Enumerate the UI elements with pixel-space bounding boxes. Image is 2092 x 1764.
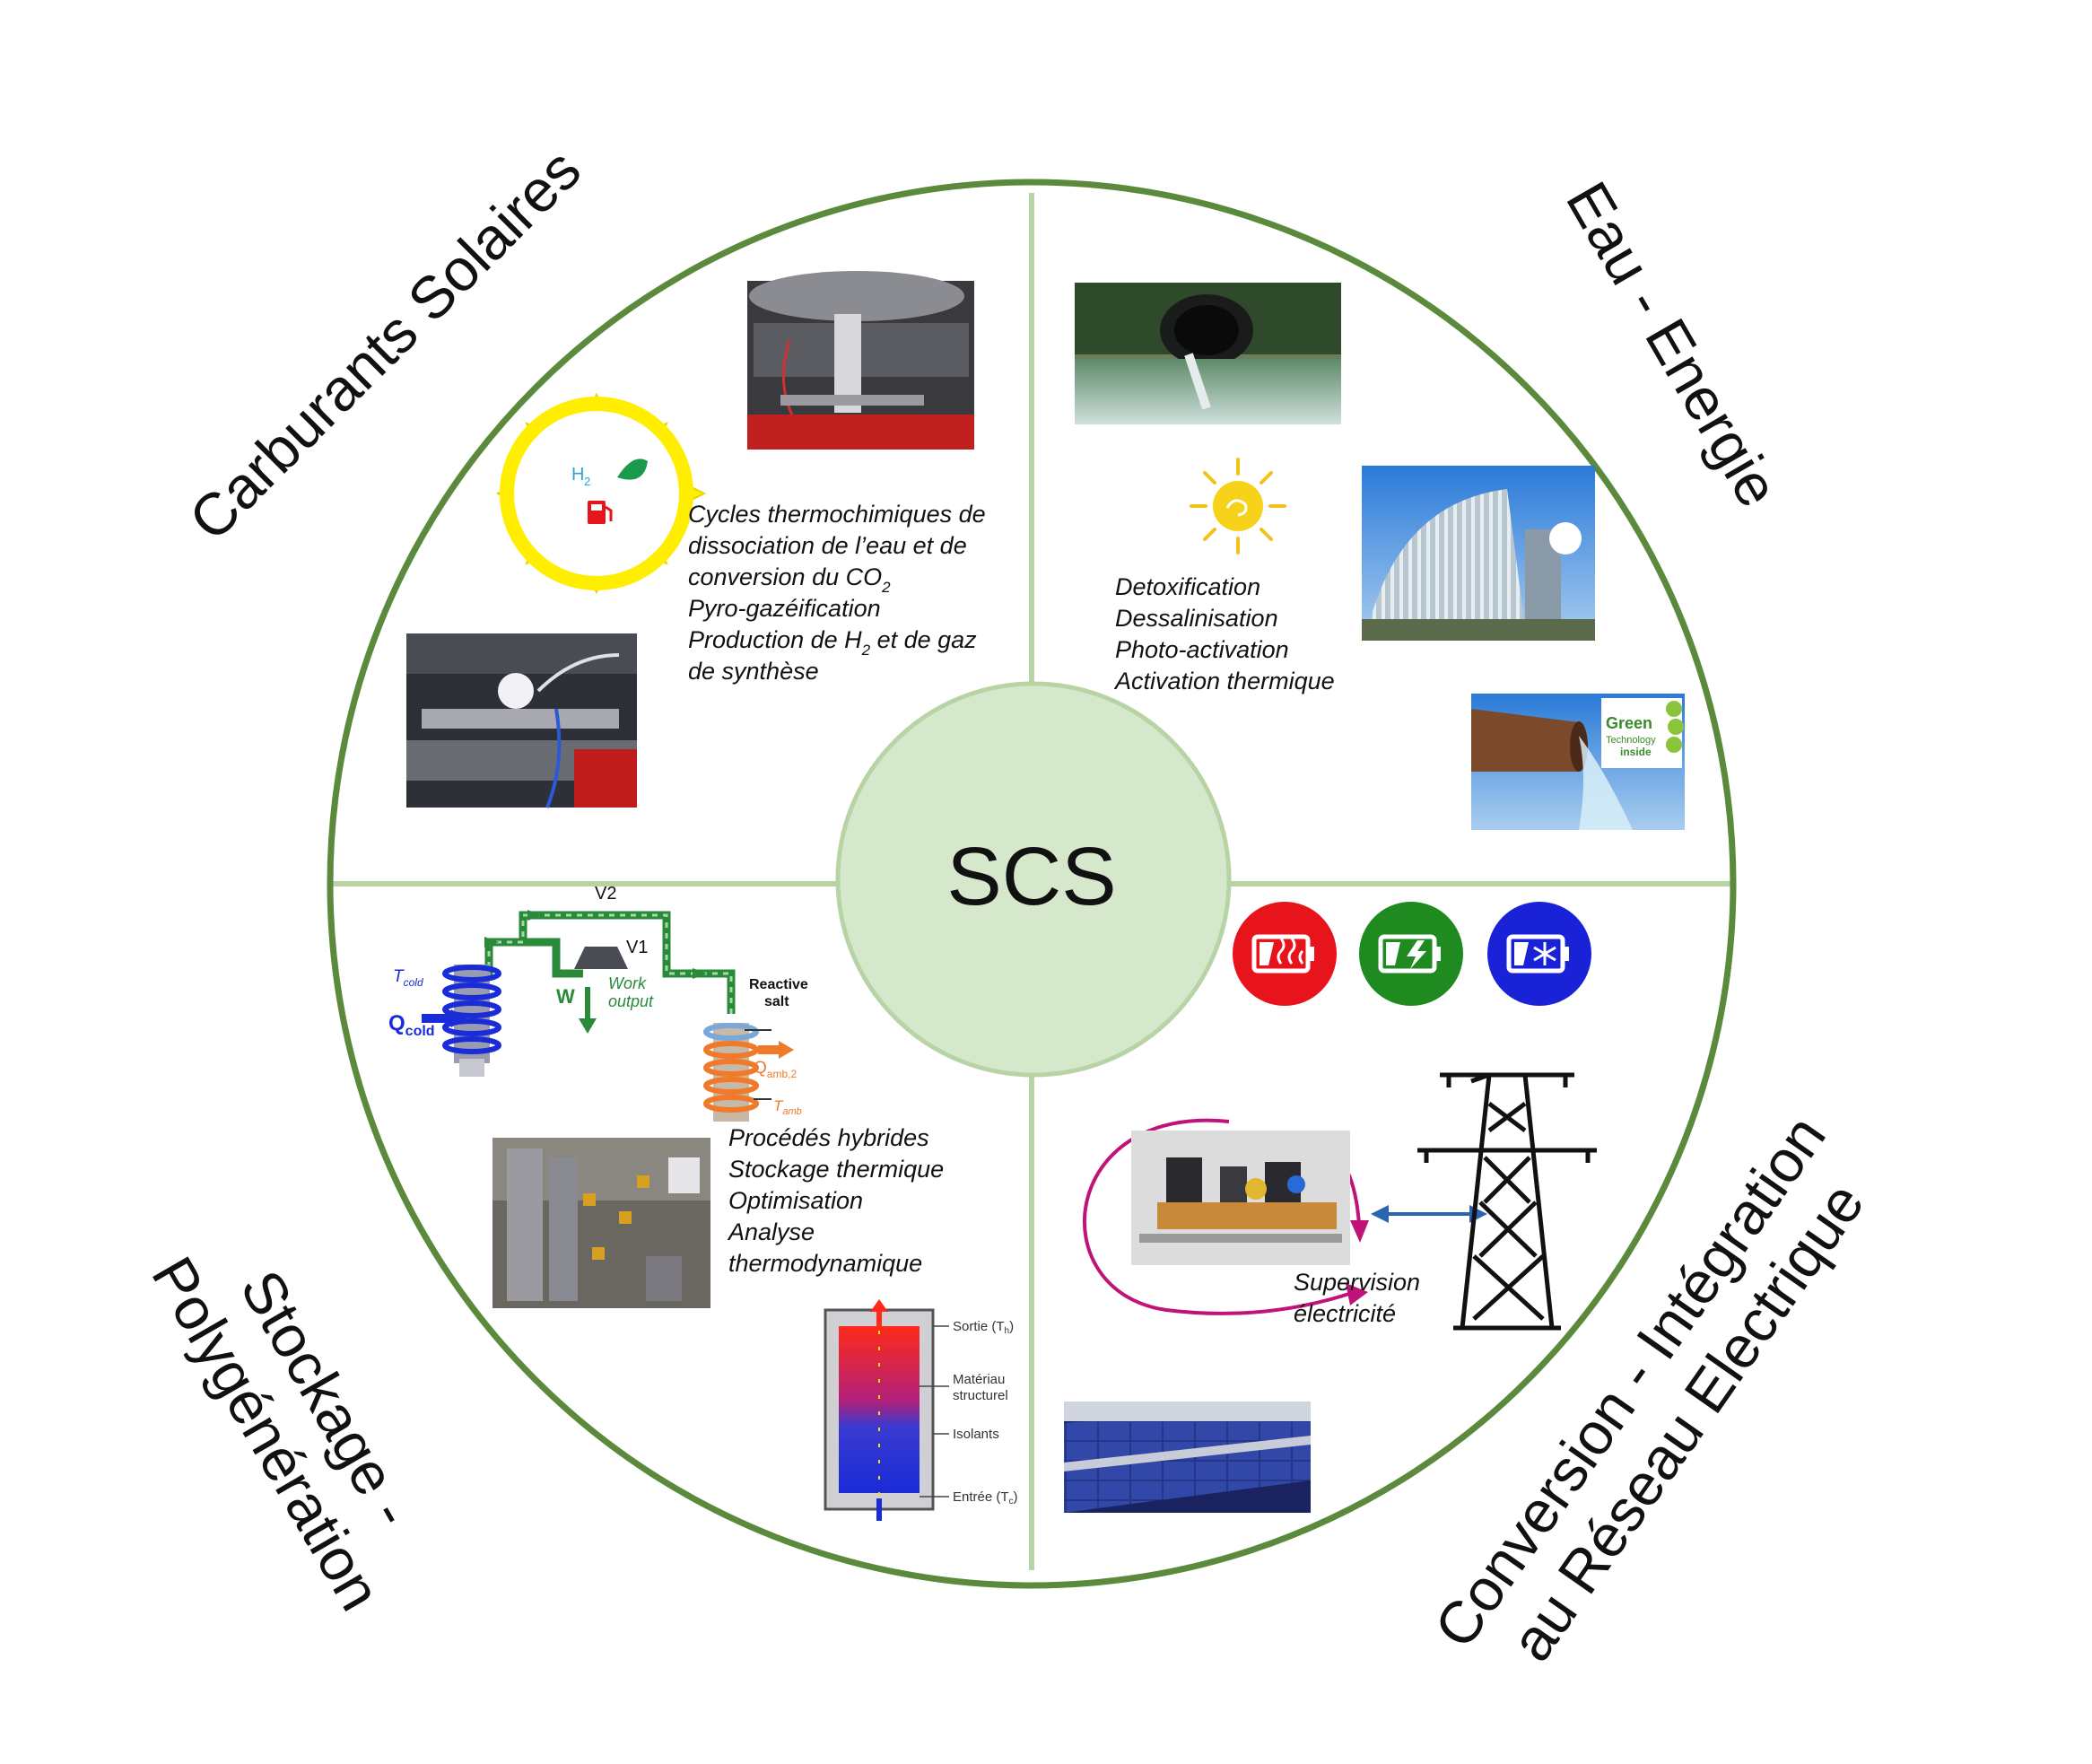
- converter-board-photo: [1131, 1131, 1350, 1265]
- fuel-pump-icon: [588, 501, 613, 524]
- water-energy-items: Detoxification Dessalinisation Photo-act…: [1113, 573, 1335, 694]
- tank-material-label-2: structurel: [953, 1388, 1008, 1403]
- storage-title: Stockage - Polygénération: [139, 1245, 427, 1620]
- center-node: SCS: [835, 681, 1232, 1078]
- pv-panels-photo: [1064, 1402, 1311, 1513]
- grid-item-1: Supervision: [1294, 1269, 1420, 1296]
- water-item-3: Photo-activation: [1115, 636, 1289, 663]
- storage-items: Procédés hybrides Stockage thermique Opt…: [727, 1124, 944, 1277]
- solar-collector-photo: [1362, 466, 1595, 641]
- work-output-label-2: output: [608, 992, 654, 1010]
- sun-h2-label: H: [571, 465, 584, 485]
- green-badge-line2: Technology: [1606, 735, 1656, 746]
- grid-items: Supervision électricité: [1294, 1269, 1420, 1327]
- green-badge-line3: inside: [1620, 746, 1652, 758]
- work-output-label-1: Work: [608, 974, 647, 992]
- pylon-icon: [1417, 1072, 1597, 1331]
- solar-lab-photo: [406, 633, 637, 808]
- sun-icon: H 2: [495, 392, 707, 595]
- grid-title-line1: Conversion - Intégration: [1421, 1104, 1838, 1659]
- tank-material-label-1: Matériau: [953, 1372, 1005, 1387]
- reactive-salt-label-1: Reactive: [749, 977, 808, 992]
- water-energy-title: Eau - Energie: [1554, 170, 1792, 518]
- tank-insulation-label: Isolants: [953, 1427, 999, 1442]
- solar-fuels-quadrant: H 2: [406, 271, 986, 808]
- solar-item-2: dissociation de l’eau et de: [688, 532, 967, 559]
- valve-v1-label: V1: [626, 938, 648, 957]
- charge-battery-icon: [1359, 902, 1463, 1006]
- cold-battery-icon: [1487, 902, 1591, 1006]
- solar-item-3: conversion du CO2: [688, 563, 891, 596]
- valve-v2-label: V2: [595, 884, 616, 904]
- q-amb-label: Qamb,2: [754, 1059, 797, 1080]
- solar-reactor-photo: [747, 271, 974, 450]
- supervision-loop-arrow: [1083, 1118, 1355, 1315]
- supervision-loop-arrowhead-1: [1346, 1283, 1368, 1306]
- green-badge-line1: Green: [1606, 714, 1652, 732]
- outer-ring: [327, 179, 1737, 1589]
- storage-plant-photo: [492, 1138, 710, 1308]
- grid-quadrant: Supervision électricité: [1064, 902, 1597, 1513]
- reactive-salt-label-2: salt: [764, 994, 789, 1009]
- storage-item-4: Analyse: [727, 1218, 815, 1245]
- solar-item-5: Production de H2 et de gaz: [688, 626, 977, 659]
- center-label: SCS: [946, 831, 1116, 922]
- grid-exchange-arrow: [1371, 1205, 1487, 1223]
- t-cold-label: Tcold: [393, 967, 423, 989]
- hybrid-process-schematic: V2 V1 Tcold Qcold W Work output Reactive…: [388, 884, 808, 1122]
- storage-item-5: thermodynamique: [728, 1250, 922, 1277]
- water-energy-quadrant: Green Technology inside Detoxification D…: [1075, 283, 1685, 830]
- pipe-water-photo: Green Technology inside: [1471, 694, 1685, 830]
- solar-item-1: Cycles thermochimiques de: [688, 501, 986, 528]
- outfall-pipe-photo: [1075, 283, 1341, 424]
- storage-item-2: Stockage thermique: [728, 1156, 944, 1183]
- t-amb-label: Tamb: [773, 1097, 802, 1117]
- heat-battery-icon: [1233, 902, 1337, 1006]
- tank-inlet-label: Entrée (Tc): [953, 1489, 1018, 1506]
- leaf-icon: [617, 458, 648, 480]
- water-item-2: Dessalinisation: [1115, 605, 1278, 632]
- work-w-label: W: [556, 985, 575, 1008]
- storage-item-3: Optimisation: [728, 1187, 863, 1214]
- supervision-loop-arrowhead-2: [1350, 1220, 1369, 1243]
- solar-item-6: de synthèse: [688, 658, 819, 685]
- water-item-1: Detoxification: [1115, 573, 1260, 600]
- thermocline-tank: Sortie (Th) Matériau structurel Isolants…: [824, 1299, 1018, 1521]
- storage-quadrant: V2 V1 Tcold Qcold W Work output Reactive…: [388, 884, 1018, 1521]
- solar-fuels-items: Cycles thermochimiques de dissociation d…: [688, 501, 986, 685]
- water-item-4: Activation thermique: [1113, 668, 1335, 694]
- grid-item-2: électricité: [1294, 1300, 1396, 1327]
- solar-item-4: Pyro-gazéification: [688, 595, 881, 622]
- small-sun-icon: [1190, 458, 1286, 555]
- q-cold-label: Qcold: [388, 1011, 435, 1039]
- svg-text:2: 2: [584, 475, 590, 488]
- tank-outlet-label: Sortie (Th): [953, 1319, 1014, 1336]
- storage-item-1: Procédés hybrides: [728, 1124, 929, 1151]
